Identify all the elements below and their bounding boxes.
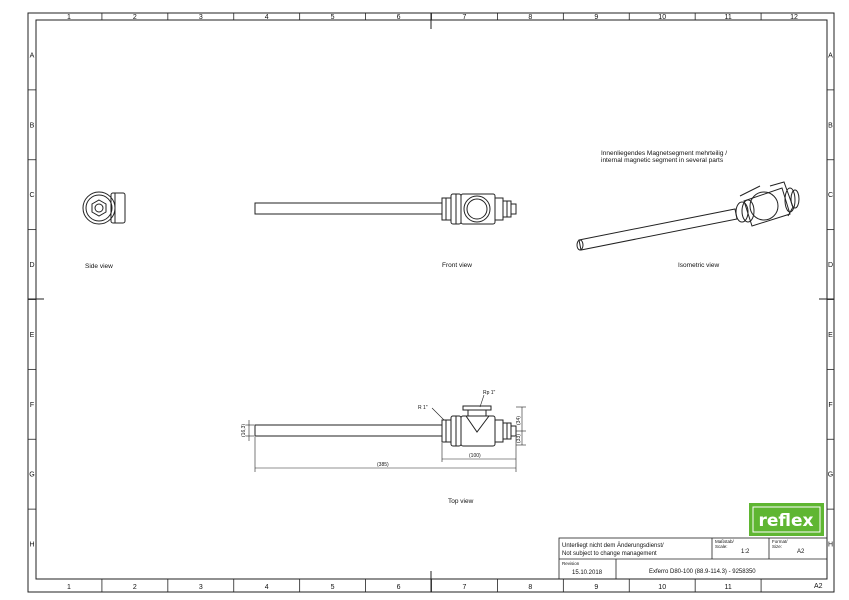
zone-column-label: 8 bbox=[528, 584, 532, 591]
zone-row-label: D bbox=[828, 262, 833, 269]
zone-row-label: C bbox=[29, 192, 34, 199]
zone-column-label: 2 bbox=[133, 14, 137, 21]
scale-label-en: Scale: bbox=[715, 544, 728, 549]
zone-column-label: 11 bbox=[724, 584, 731, 591]
revision-label: Revision bbox=[562, 561, 580, 566]
zone-row-label: G bbox=[828, 472, 833, 479]
format-label-en: Size: bbox=[772, 544, 782, 549]
top-view-label: Top view bbox=[448, 498, 474, 505]
inner-frame bbox=[35, 19, 828, 580]
zone-column-label: 8 bbox=[528, 14, 532, 21]
zone-column-label: 7 bbox=[463, 584, 467, 591]
zone-row-label: H bbox=[29, 542, 34, 549]
format-label-de: Format/ bbox=[772, 539, 788, 544]
side-view-drawing bbox=[82, 191, 126, 225]
zone-column-label: 5 bbox=[331, 584, 335, 591]
sheet-size-corner: A2 bbox=[814, 583, 823, 590]
drawing-title: Exferro D80-100 (88.9-114.3) - 9258350 bbox=[649, 569, 756, 575]
thread-rp-label: Rp 1" bbox=[483, 390, 496, 396]
zone-row-label: H bbox=[828, 542, 833, 549]
centering-marks bbox=[28, 13, 834, 592]
zone-column-label: 1 bbox=[67, 14, 71, 21]
zone-column-label: 6 bbox=[397, 14, 401, 21]
zone-column-label: 10 bbox=[658, 14, 666, 21]
isometric-view-drawing bbox=[576, 181, 800, 251]
notice-en: Not subject to change management bbox=[562, 551, 657, 557]
zone-column-label: 9 bbox=[594, 14, 598, 21]
svg-text:reflex: reflex bbox=[758, 511, 813, 531]
note-line-1: Innenliegendes Magnetsegment mehrteilig … bbox=[601, 150, 727, 157]
scale-value: 1:2 bbox=[741, 549, 750, 555]
side-view-label: Side view bbox=[85, 263, 113, 270]
thread-r-label: R 1" bbox=[418, 405, 428, 411]
zone-row-label: G bbox=[29, 472, 34, 479]
front-view-label: Front view bbox=[442, 262, 472, 269]
outer-frame bbox=[27, 12, 835, 593]
isometric-view-label: Isometric view bbox=[678, 262, 719, 269]
zone-column-label: 6 bbox=[397, 584, 401, 591]
zone-column-label: 1 bbox=[67, 584, 71, 591]
zone-column-label: 4 bbox=[265, 584, 269, 591]
zone-column-label: 7 bbox=[463, 14, 467, 21]
scale-label-de: Maßstab/ bbox=[715, 539, 735, 544]
format-value: A2 bbox=[797, 549, 805, 555]
zone-column-label: 2 bbox=[133, 584, 137, 591]
zone-row-label: B bbox=[828, 122, 833, 129]
zone-row-label: E bbox=[30, 332, 35, 339]
zone-row-label: F bbox=[30, 402, 34, 409]
dim-pipe-dia: (16,3) bbox=[241, 424, 247, 437]
revision-date: 15.10.2018 bbox=[572, 570, 603, 576]
zone-column-label: 4 bbox=[265, 14, 269, 21]
zone-column-label: 9 bbox=[594, 584, 598, 591]
zone-column-label: 10 bbox=[658, 584, 666, 591]
dim-height-34: (34) bbox=[516, 416, 522, 425]
zone-column-label: 3 bbox=[199, 584, 203, 591]
notice-de: Unterliegt nicht dem Änderungsdienst/ bbox=[562, 542, 664, 549]
dim-offset: (100) bbox=[469, 453, 481, 459]
note-line-2: internal magnetic segment in several par… bbox=[601, 157, 724, 164]
title-block bbox=[558, 537, 828, 580]
zone-row-label: A bbox=[828, 52, 833, 59]
zone-column-label: 5 bbox=[331, 14, 335, 21]
zone-row-label: A bbox=[30, 52, 35, 59]
reflex-logo: reflex bbox=[749, 503, 824, 536]
zone-column-label: 11 bbox=[724, 14, 731, 21]
zone-row-label: E bbox=[828, 332, 833, 339]
zone-row-label: B bbox=[30, 122, 35, 129]
front-view-drawing bbox=[254, 193, 517, 225]
zone-row-label: C bbox=[828, 192, 833, 199]
top-view-dimension-lines bbox=[246, 394, 526, 472]
zone-column-label: 12 bbox=[790, 14, 798, 21]
dim-length: (385) bbox=[377, 462, 389, 468]
zone-row-label: D bbox=[29, 262, 34, 269]
zone-column-label: 3 bbox=[199, 14, 203, 21]
top-view-drawing bbox=[254, 405, 517, 447]
dim-height-33: (33) bbox=[516, 434, 522, 443]
zone-row-label: F bbox=[828, 402, 832, 409]
